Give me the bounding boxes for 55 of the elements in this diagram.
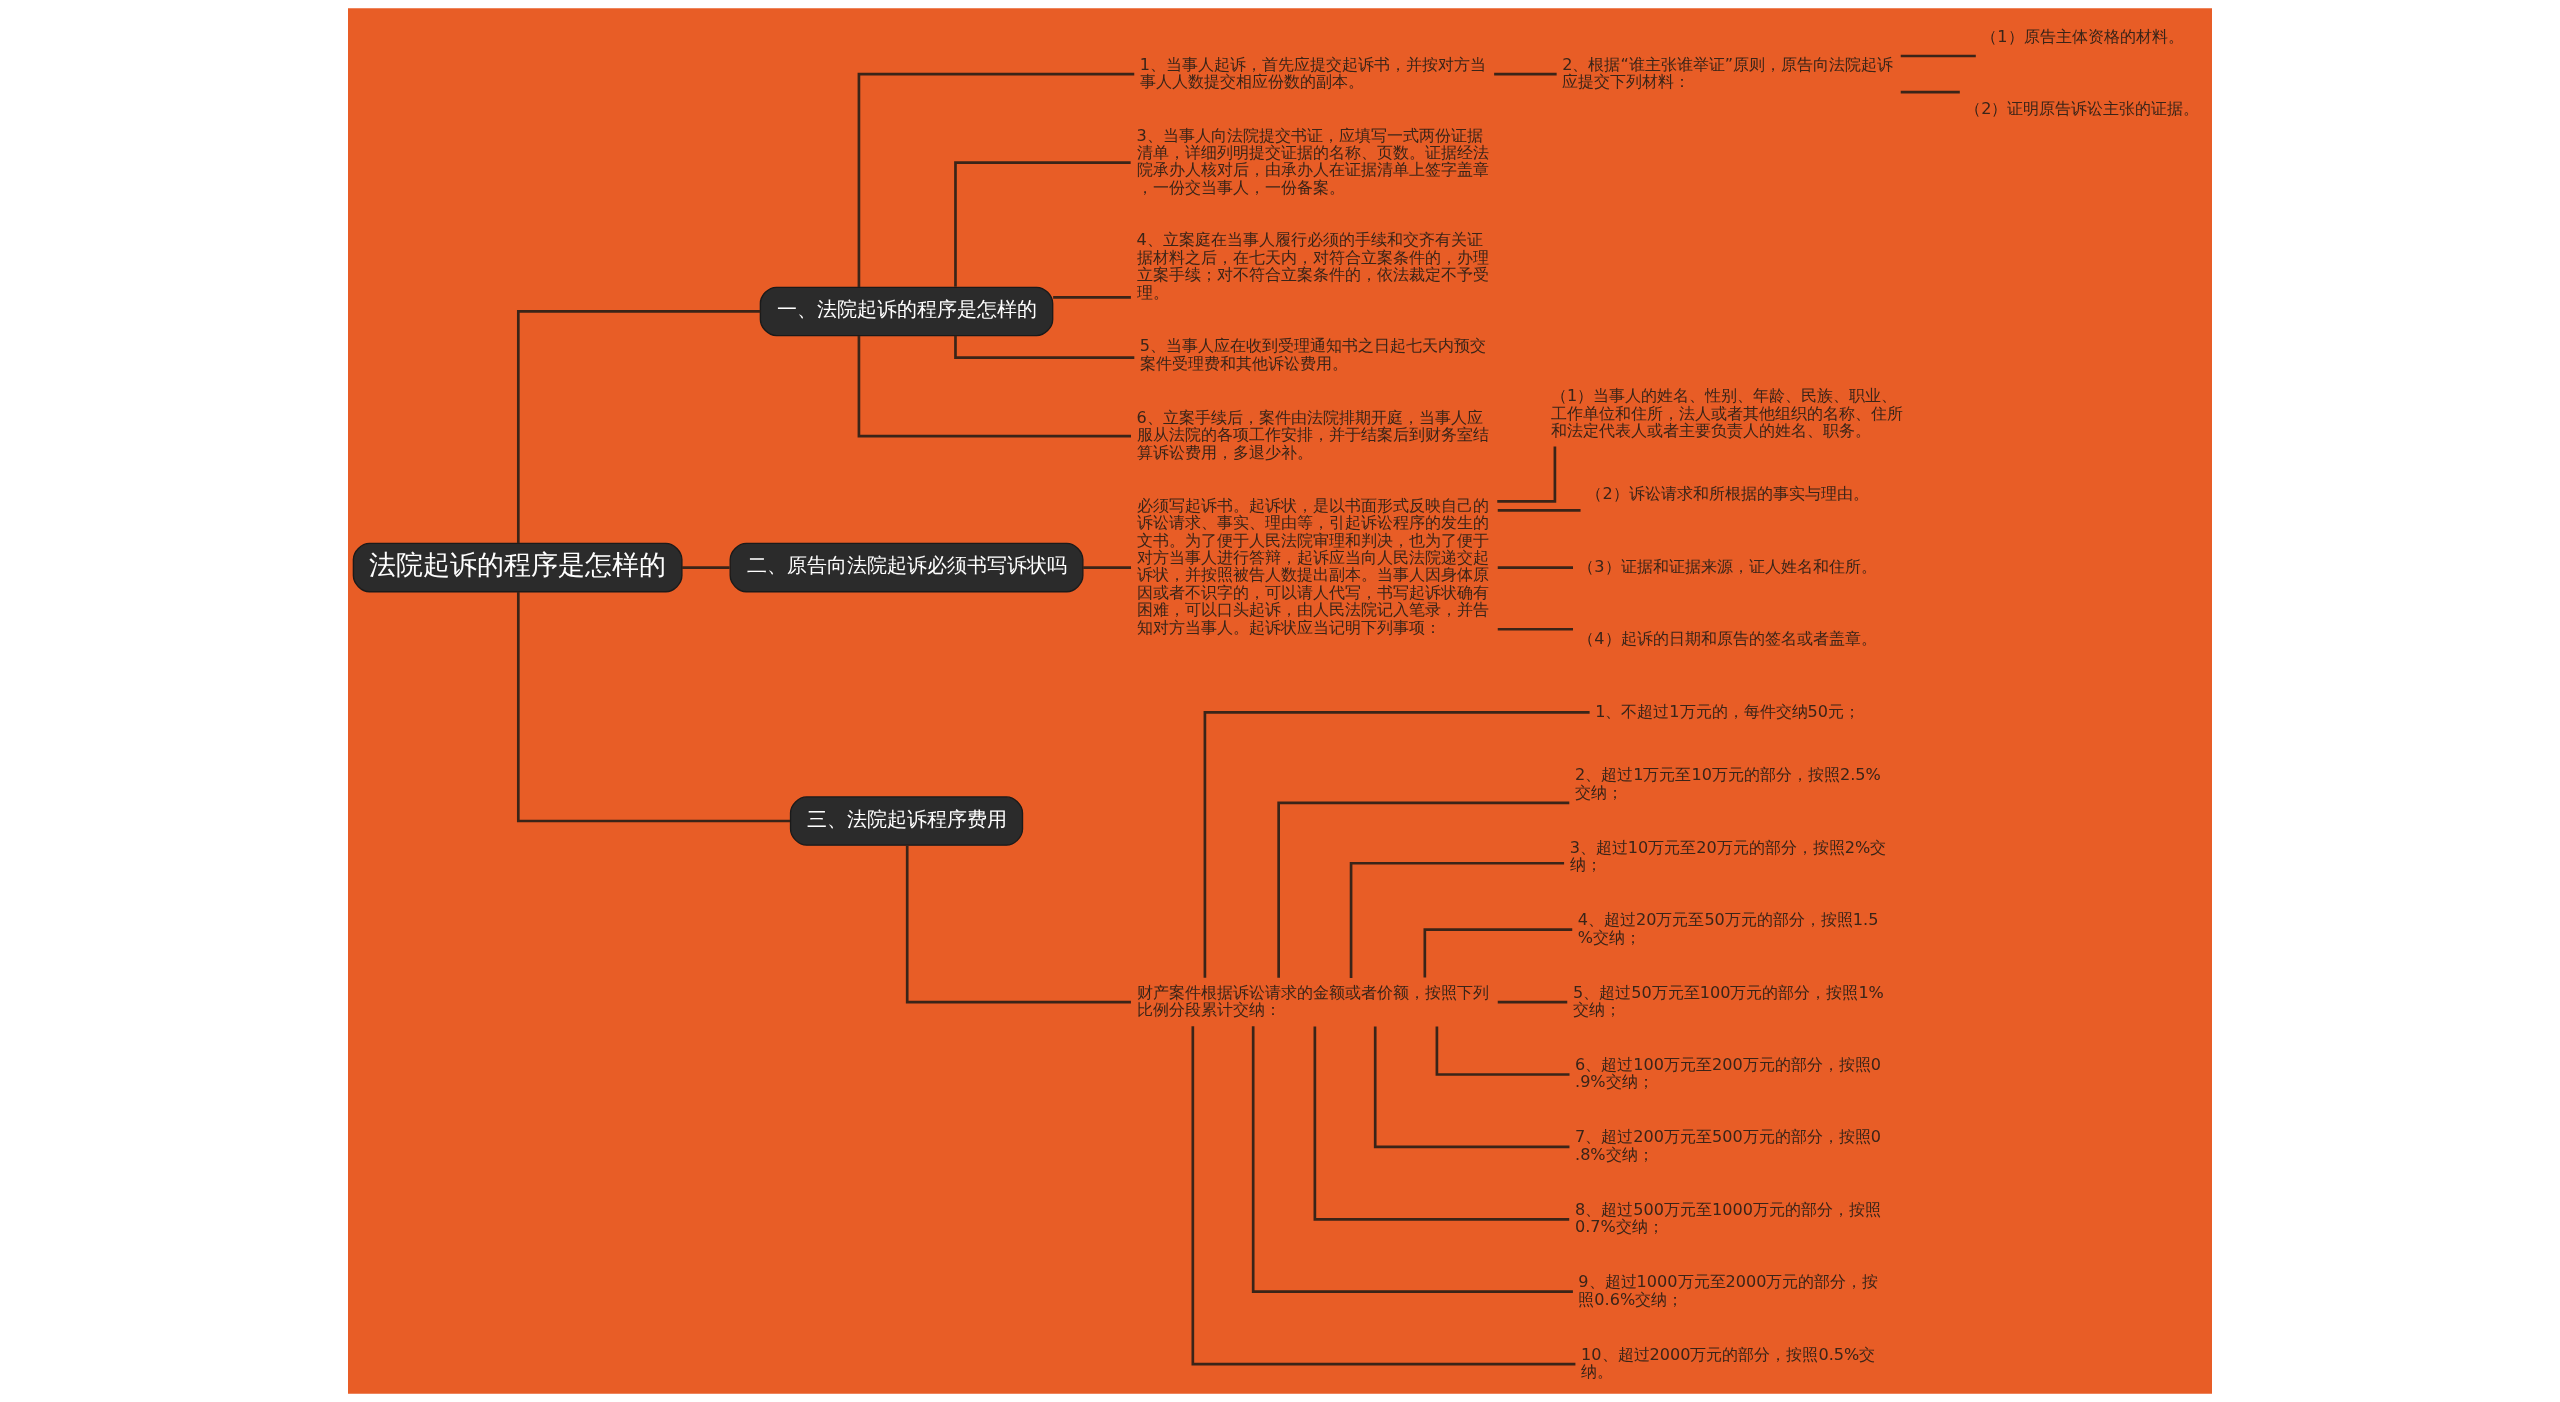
node-text: 2、超过1万元至10万元的部分，按照2.5%交纳； [1575, 765, 1881, 802]
connector [905, 845, 1131, 1004]
node-text: 5、当事人应在收到受理通知书之日起七天内预交案件受理费和其他诉讼费用。 [1139, 336, 1487, 373]
node-box: 三、法院起诉程序费用 [789, 796, 1024, 846]
connector [516, 591, 791, 823]
connector [857, 72, 1135, 287]
node-box: 法院起诉的程序是怎样的 [352, 542, 683, 593]
node-text: 4、超过20万元至50万元的部分，按照1.5%交纳； [1577, 910, 1879, 947]
node-text: 1、当事人起诉，首先应提交起诉书，并按对方当事人人数提交相应份数的副本。 [1139, 54, 1487, 91]
connector [516, 310, 761, 543]
connector [1313, 1026, 1570, 1221]
connector [1497, 1000, 1568, 1004]
connector [1082, 566, 1132, 569]
connector [1251, 1026, 1573, 1294]
node-box: 一、法院起诉的程序是怎样的 [759, 286, 1054, 337]
connector [1497, 446, 1557, 503]
connector [857, 336, 1131, 438]
node-text: 6、超过100万元至200万元的部分，按照0.9%交纳； [1575, 1054, 1881, 1092]
connector [1053, 296, 1131, 299]
node-text: 4、立案庭在当事人履行必须的手续和交齐有关证据材料之后，在七天内，对符合立案条件的，办理立案手续；对不符合立案条件的，依法裁定不予受理。 [1136, 230, 1489, 302]
node-box: 二、原告向法院起诉必须书写诉状吗 [729, 542, 1084, 593]
node-text: （1）当事人的姓名、性别、年龄、民族、职业、工作单位和住所，法人或者其他组织的名称、住所和法定代表人或者主要负责人的姓名、职务。 [1550, 386, 1903, 441]
node-text: （4）起诉的日期和原告的签名或者盖章。 [1578, 629, 1877, 649]
connector [1277, 801, 1570, 978]
connector [1900, 90, 1960, 94]
connector [1497, 509, 1581, 512]
connector [1203, 711, 1590, 978]
connector [954, 335, 1135, 360]
node-text: （1）原告主体资格的材料。 [1981, 27, 2184, 47]
connector [1497, 566, 1573, 569]
node-text: 必须写起诉书。起诉状，是以书面形式反映自己的诉讼请求、事实、理由等，引起诉讼程序的发生的文书。为了便于人民法院审理和判决，也为了便于对方当事人进行答辩，起诉应当向人民法院递交起诉状，并按照被告人数提出副本。当事人因身体原因或者不识字的，可以请人代写，书写起诉状确有困难，可以口头起诉，由人民法院记入笔录，并告知对方当事人。起诉状应当记明下列事项： [1136, 495, 1489, 637]
node-text: 财产案件根据诉讼请求的金额或者价额，按照下列比例分段累计交纳： [1136, 982, 1489, 1019]
node-text: （3）证据和证据来源，证人姓名和住所。 [1578, 556, 1877, 576]
connector [954, 161, 1131, 287]
connector [1494, 72, 1557, 76]
node-text: 8、超过500万元至1000万元的部分，按照0.7%交纳； [1575, 1199, 1881, 1237]
connector [1423, 928, 1573, 978]
connector [1373, 1026, 1570, 1149]
node-text: 9、超过1000万元至2000万元的部分，按照0.6%交纳； [1578, 1272, 1879, 1309]
node-text: 3、超过10万元至20万元的部分，按照2%交纳； [1569, 837, 1887, 875]
connector [1191, 1026, 1576, 1366]
node-text: 2、根据“谁主张谁举证”原则，原告向法院起诉应提交下列材料： [1562, 54, 1894, 91]
node-text: 10、超过2000万元的部分，按照0.5%交纳。 [1581, 1344, 1876, 1381]
node-text: （2）诉讼请求和所根据的事实与理由。 [1586, 484, 1869, 504]
node-text: 7、超过200万元至500万元的部分，按照0.8%交纳； [1575, 1127, 1881, 1164]
connector [1349, 861, 1565, 978]
node-text: 3、当事人向法院提交书证，应填写一式两份证据清单，详细列明提交证据的名称、页数。证据经法院承办人核对后，由承办人在证据清单上签字盖章，一份交当事人，一份备案。 [1136, 125, 1489, 197]
connector [1497, 627, 1573, 631]
connector [1435, 1026, 1570, 1076]
connector [682, 566, 730, 569]
node-text: （2）证明原告诉讼主张的证据。 [1965, 99, 2200, 119]
node-text: 6、立案手续后，案件由法院排期开庭，当事人应服从法院的各项工作安排，并于结案后到财务室结算诉讼费用，多退少补。 [1136, 407, 1489, 462]
node-text: 5、超过50万元至100万元的部分，按照1%交纳； [1573, 982, 1884, 1019]
connector [1900, 54, 1976, 58]
node-text: 1、不超过1万元的，每件交纳50元； [1595, 701, 1861, 721]
